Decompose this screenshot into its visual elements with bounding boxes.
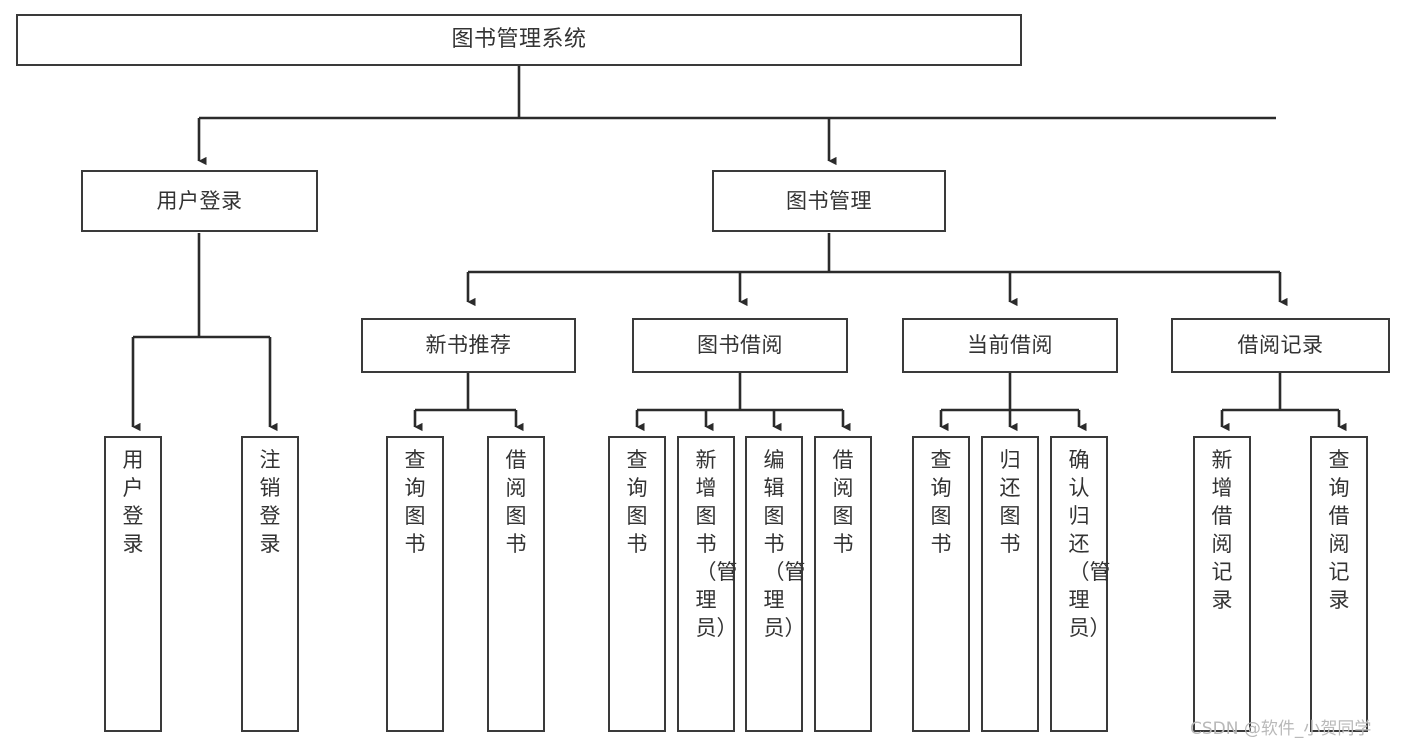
leaf-book-borrow-edit-book-admin[interactable]: 编辑图书（管理员）	[745, 436, 806, 732]
leaf-new-book-borrow-book[interactable]: 借阅图书	[487, 436, 545, 732]
leaf-book-borrow-add-book-admin[interactable]: 新增图书（管理员）	[677, 436, 738, 732]
leaf-book-borrow-borrow-book[interactable]: 借阅图书	[814, 436, 872, 732]
node-label: 图书借阅	[697, 333, 783, 358]
node-borrow-record[interactable]: 借阅记录	[1171, 318, 1390, 373]
watermark-text: CSDN @软件_小贺同学	[1190, 719, 1372, 739]
node-label: 注销登录	[259, 448, 281, 556]
leaf-user-login-logout[interactable]: 注销登录	[241, 436, 299, 732]
node-label: 查询图书	[404, 448, 426, 556]
node-label: 借阅图书	[832, 448, 854, 556]
node-label: 归还图书	[999, 448, 1021, 556]
node-root-book-management-system[interactable]: 图书管理系统	[16, 14, 1022, 66]
leaf-current-borrow-return-book[interactable]: 归还图书	[981, 436, 1039, 732]
node-label: 查询图书	[930, 448, 952, 556]
node-label: 编辑图书（管理员）	[763, 448, 806, 640]
node-label: 查询图书	[626, 448, 648, 556]
node-label: 借阅记录	[1237, 333, 1324, 358]
csdn-watermark: CSDN @软件_小贺同学	[1190, 714, 1371, 739]
node-label: 确认归还（管理员）	[1068, 448, 1111, 640]
node-label: 用户登录	[122, 448, 144, 556]
node-label: 借阅图书	[505, 448, 527, 556]
node-label: 图书管理系统	[451, 27, 587, 53]
node-label: 新书推荐	[425, 333, 512, 358]
node-new-book-recommend[interactable]: 新书推荐	[361, 318, 576, 373]
node-label: 查询借阅记录	[1328, 448, 1350, 612]
leaf-current-borrow-query-book[interactable]: 查询图书	[912, 436, 970, 732]
leaf-new-book-query-book[interactable]: 查询图书	[386, 436, 444, 732]
node-user-login[interactable]: 用户登录	[81, 170, 318, 232]
node-label: 当前借阅	[967, 333, 1053, 358]
leaf-borrow-record-query-record[interactable]: 查询借阅记录	[1310, 436, 1368, 732]
node-label: 新增图书（管理员）	[695, 448, 738, 640]
leaf-book-borrow-query-book[interactable]: 查询图书	[608, 436, 666, 732]
node-label: 新增借阅记录	[1211, 448, 1233, 612]
node-book-borrow[interactable]: 图书借阅	[632, 318, 848, 373]
leaf-current-borrow-confirm-return-admin[interactable]: 确认归还（管理员）	[1050, 436, 1111, 732]
node-label: 图书管理	[786, 188, 872, 213]
node-current-borrow[interactable]: 当前借阅	[902, 318, 1118, 373]
node-label: 用户登录	[156, 188, 243, 213]
node-book-management[interactable]: 图书管理	[712, 170, 946, 232]
leaf-borrow-record-add-record[interactable]: 新增借阅记录	[1193, 436, 1251, 732]
leaf-user-login-login[interactable]: 用户登录	[104, 436, 162, 732]
